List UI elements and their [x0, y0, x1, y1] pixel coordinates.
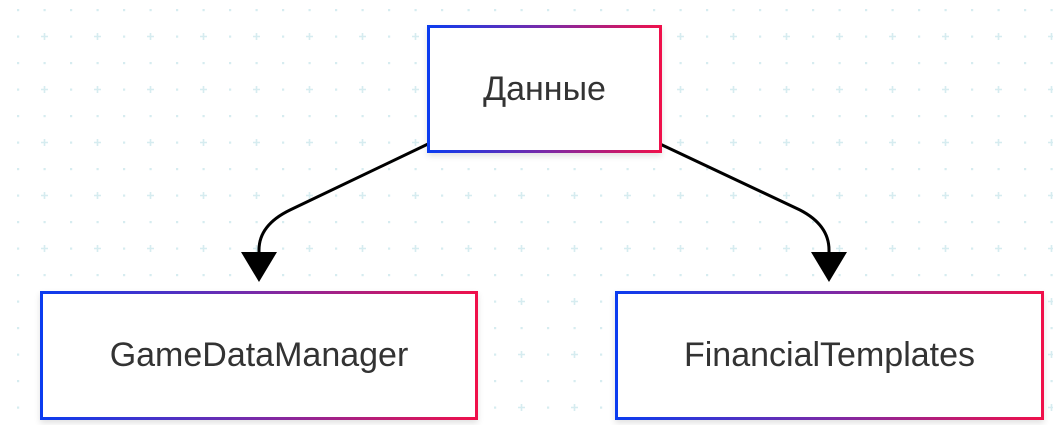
edge-root-to-financialtemplates — [659, 142, 831, 256]
edge-root-to-gamedatamanager — [257, 142, 429, 256]
node-label: Данные — [483, 69, 606, 108]
node-gamedatamanager[interactable]: GameDataManager — [40, 291, 478, 420]
arrowhead-down-icon — [811, 252, 847, 282]
node-financialtemplates[interactable]: FinancialTemplates — [615, 291, 1044, 420]
node-label: FinancialTemplates — [683, 336, 976, 374]
node-label: GameDataManager — [109, 336, 409, 374]
arrowhead-down-icon — [241, 252, 277, 282]
node-root[interactable]: Данные — [427, 25, 662, 153]
